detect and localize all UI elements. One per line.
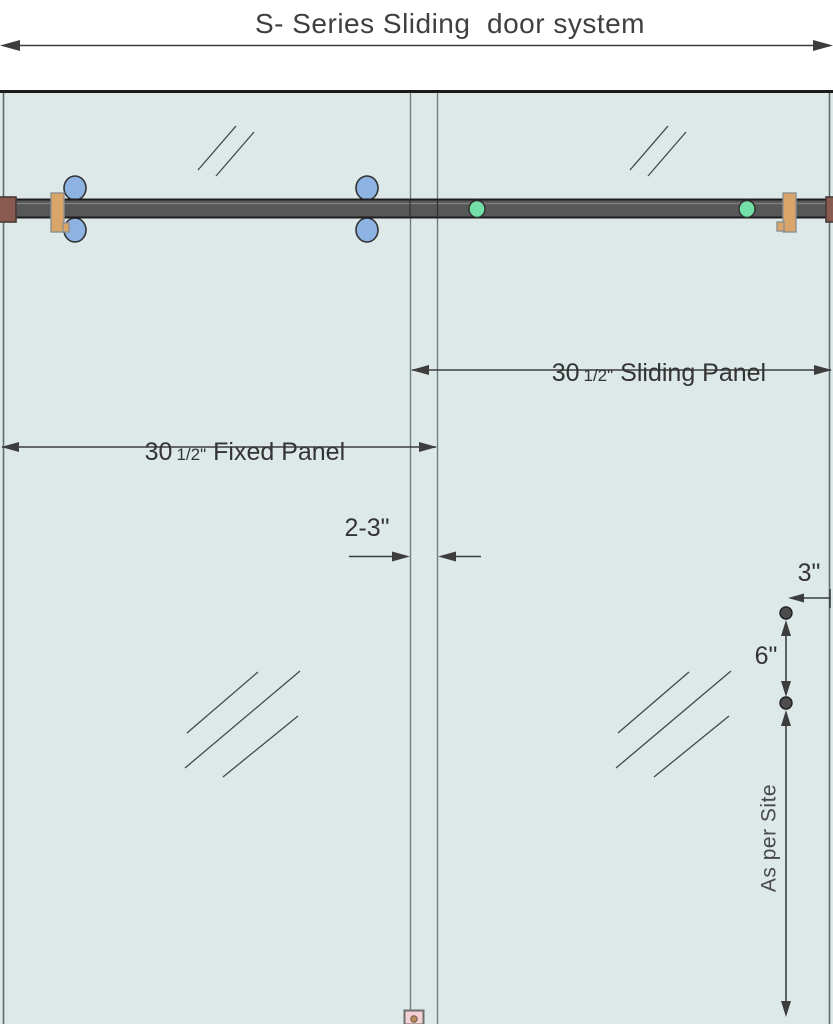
glass-hatch-bottom-left-icon [184,670,301,778]
sliding-panel-name: Sliding Panel [620,359,767,387]
glass-clamp-left [50,192,70,233]
handle-height-label: As per Site [757,783,781,893]
sliding-panel-whole: 30 [551,359,580,387]
rail-fastener-right [738,199,756,219]
sliding-panel-fraction: 1/2" [583,366,614,385]
handle-edge-dimension [788,589,831,608]
glass-clamp-right [776,192,797,233]
handle-hole-upper [779,606,793,620]
floor-guide [403,1009,425,1024]
drawing-title: S- Series Sliding door system [254,8,646,39]
glass-hatch-bottom-right-icon [615,670,732,778]
rail-fastener-left [468,199,486,219]
panel-divider-lines [409,93,439,1024]
panel-overlap-dimension [349,551,481,562]
fixed-panel-whole: 30 [144,438,173,466]
sliding-panel-dimension [411,365,832,375]
glass-hatch-top-left-icon [197,125,255,177]
panel-overlap-label: 2-3" [344,514,390,542]
handle-hole-lower [779,696,793,710]
handle-height-dimension [781,710,791,1017]
top-track-rail [0,198,833,219]
fixed-panel-dimension [1,442,437,452]
handle-spacing-dimension [781,620,791,697]
handle-spacing-label: 6" [754,642,778,670]
wall-mount-block-right [825,196,833,223]
glass-panel-area [0,90,833,1024]
handle-edge-offset-label: 3" [797,559,821,587]
panel-edge-lines [2,93,831,1024]
fixed-panel-fraction: 1/2" [176,445,207,464]
glass-hatch-top-right-icon [629,125,687,177]
overall-width-dimension [0,40,833,51]
floor-guide-screw-icon [410,1015,418,1023]
wall-mount-block-left [0,196,17,223]
fixed-panel-name: Fixed Panel [213,438,346,466]
